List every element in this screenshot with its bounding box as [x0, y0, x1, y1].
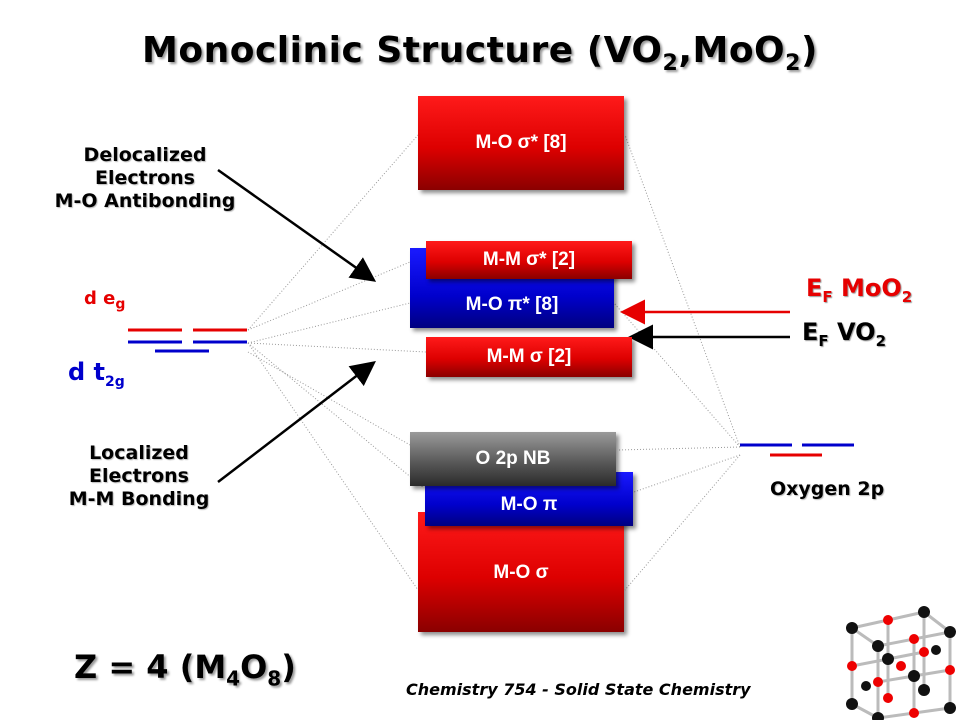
delocalized-label: Delocalized Electrons M-O Antibonding	[54, 144, 236, 212]
o2p-nb-box: O 2p NB	[410, 432, 616, 486]
page-title: Monoclinic Structure (VO2,MoO2)	[142, 30, 818, 77]
d-t2g-label: d t2g	[68, 358, 125, 390]
ef-moo2-label: EF MoO2	[806, 274, 913, 306]
mm-sigma-box: M-M σ [2]	[426, 337, 632, 377]
crystal-structure-image	[846, 606, 956, 720]
z-formula-label: Z = 4 (M4O8)	[74, 648, 296, 691]
mo-sigma-star-box: M-O σ* [8]	[418, 96, 624, 190]
mo-sigma-box: M-O σ	[418, 512, 624, 632]
d-eg-label: d eg	[84, 288, 126, 313]
ef-vo2-label: EF VO2	[802, 318, 887, 350]
course-footer: Chemistry 754 - Solid State Chemistry	[406, 680, 751, 699]
oxygen-2p-label: Oxygen 2p	[770, 478, 885, 500]
mm-sigma-star-box: M-M σ* [2]	[426, 241, 632, 279]
localized-label: Localized Electrons M-M Bonding	[68, 442, 210, 510]
